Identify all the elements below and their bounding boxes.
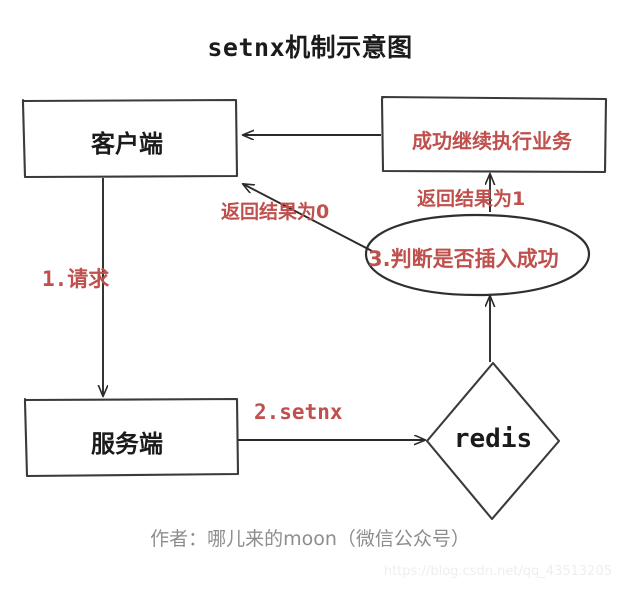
diagram-title: setnx机制示意图 bbox=[207, 33, 413, 62]
node-redis-shape[interactable] bbox=[425, 361, 561, 521]
source-watermark: https://blog.csdn.net/qq_43513205 bbox=[383, 564, 612, 579]
node-client-shape[interactable] bbox=[21, 98, 239, 179]
node-label-judge[interactable]: 3.判断是否插入成功 bbox=[368, 247, 559, 271]
node-label-success[interactable]: 成功继续执行业务 bbox=[412, 129, 572, 153]
edge-label-result-0: 返回结果为0 bbox=[221, 201, 330, 223]
edge-label-result-1: 返回结果为1 bbox=[417, 188, 526, 210]
node-label-client[interactable]: 客户端 bbox=[91, 130, 163, 158]
author-footer: 作者：哪儿来的moon（微信公众号） bbox=[150, 528, 470, 550]
node-success-shape[interactable] bbox=[380, 95, 608, 174]
edge-label-setnx: 2.setnx bbox=[254, 400, 343, 424]
node-label-server[interactable]: 服务端 bbox=[91, 430, 163, 458]
node-label-redis[interactable]: redis bbox=[453, 424, 533, 454]
edge-label-request: 1.请求 bbox=[42, 267, 110, 291]
node-judge-shape[interactable] bbox=[364, 213, 591, 297]
edge-judge-to-client bbox=[243, 184, 373, 252]
node-server-shape[interactable] bbox=[23, 397, 240, 478]
